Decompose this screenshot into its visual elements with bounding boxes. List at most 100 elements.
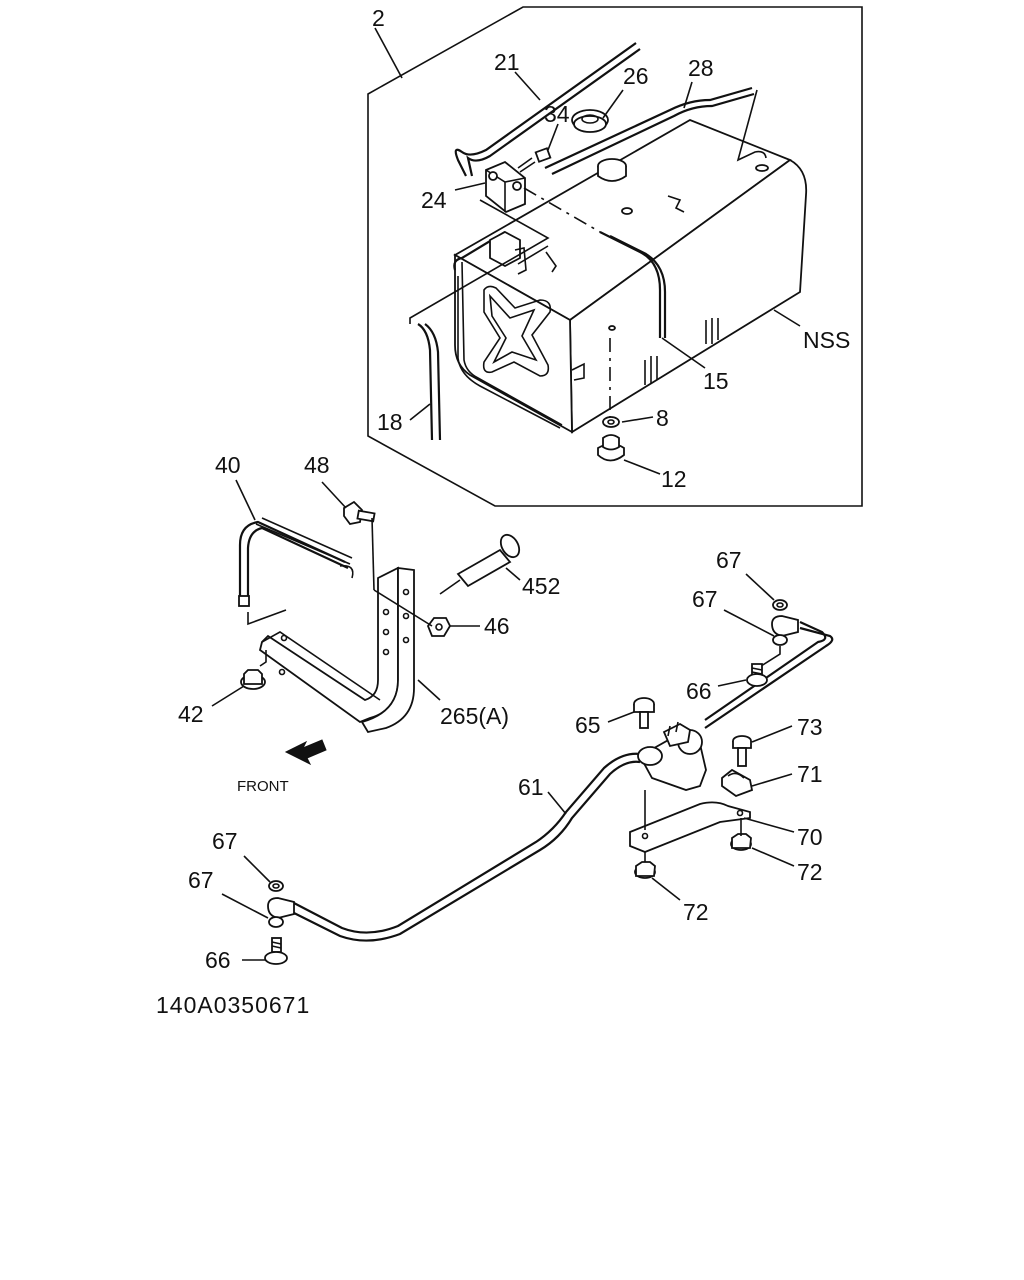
leader-265A [417, 679, 441, 701]
washer-67-top-right [772, 599, 788, 611]
band-40 [238, 520, 346, 604]
right-fitting-stack [746, 599, 799, 687]
strap-clips-right [705, 318, 719, 344]
label-part-73: 73 [797, 714, 823, 740]
leader-2 [374, 27, 403, 79]
leader-48 [321, 481, 347, 509]
leader-42 [211, 685, 245, 707]
front-direction-indicator: FRONT [237, 739, 327, 795]
valve-assembly [637, 721, 707, 791]
tank-strap-inner [609, 235, 667, 338]
washer-67-low-left [268, 916, 284, 928]
tank-strap-end [453, 231, 506, 271]
washer-8 [602, 416, 620, 428]
leader-72b [651, 877, 681, 901]
leader-72a [751, 847, 795, 867]
front-label: FRONT [237, 778, 289, 795]
hose-28 [544, 86, 753, 169]
nut-72-right [730, 833, 752, 851]
leader-12 [623, 459, 661, 475]
label-part-48: 48 [304, 452, 330, 478]
left-fitting-stack [264, 880, 295, 965]
label-part-34: 34 [544, 101, 570, 127]
label-part-71: 71 [797, 761, 823, 787]
label-part-452: 452 [522, 573, 560, 599]
label-part-67-d: 67 [188, 867, 214, 893]
tank-assembly-group [367, 6, 863, 507]
leader-61 [547, 791, 567, 815]
nut-46 [426, 617, 452, 637]
strap-bracket-group [211, 479, 521, 734]
fuel-line-group [221, 573, 834, 965]
filler-cap-26 [571, 109, 609, 133]
nut-72-left [634, 861, 656, 879]
front-arrow-icon [284, 739, 327, 766]
bolt-73 [732, 735, 752, 767]
label-part-72-b: 72 [683, 899, 709, 925]
leader-21 [514, 71, 541, 101]
clamp-71 [721, 768, 754, 798]
bolt-34 [517, 147, 552, 173]
tank-fitting-bracket [489, 230, 557, 275]
leader-26 [602, 89, 624, 119]
leader-70 [743, 817, 795, 833]
label-part-2: 2 [372, 5, 385, 31]
bolt-48 [343, 500, 376, 525]
label-part-12: 12 [661, 466, 687, 492]
label-part-28: 28 [688, 55, 714, 81]
leader-40 [235, 479, 256, 521]
fuel-tank [453, 119, 808, 434]
label-part-265a: 265(A) [440, 703, 509, 729]
label-part-8: 8 [656, 405, 669, 431]
label-part-15: 15 [703, 368, 729, 394]
label-part-nss: NSS [803, 327, 850, 353]
leader-66a [717, 679, 747, 687]
label-part-66-b: 66 [205, 947, 231, 973]
hose-21 [454, 42, 637, 177]
nut-42 [240, 669, 266, 690]
label-part-65: 65 [575, 712, 601, 738]
pipe-right [704, 626, 834, 729]
leader-nss [773, 309, 801, 327]
label-part-67-a: 67 [716, 547, 742, 573]
washer-67-low-right [772, 634, 788, 646]
label-part-46: 46 [484, 613, 510, 639]
leader-67d [221, 893, 269, 919]
leader-67c [243, 855, 271, 883]
bolt-65 [633, 697, 655, 729]
leader-67b [723, 609, 775, 637]
leader-15 [661, 337, 706, 369]
leader-8 [621, 416, 654, 423]
assembly-outline [367, 6, 863, 507]
label-part-70: 70 [797, 824, 823, 850]
sender-unit-24 [485, 160, 526, 214]
leader-34 [547, 123, 559, 151]
connector-452 [439, 533, 521, 595]
label-part-61: 61 [518, 774, 544, 800]
leader-24 [454, 182, 486, 191]
leader-73 [751, 725, 793, 743]
label-part-40: 40 [215, 452, 241, 478]
label-part-67-b: 67 [692, 586, 718, 612]
bracket-265A [258, 566, 415, 734]
label-part-67-c: 67 [212, 828, 238, 854]
washer-67-top-left [268, 880, 284, 892]
leader-71 [751, 773, 793, 787]
bolt-66-left [271, 937, 282, 953]
leader-452 [505, 567, 521, 581]
label-part-66-a: 66 [686, 678, 712, 704]
label-part-24: 24 [421, 187, 447, 213]
bracket-70 [629, 801, 751, 853]
label-part-42: 42 [178, 701, 204, 727]
leader-65 [607, 711, 635, 723]
leader-28 [683, 81, 693, 109]
label-part-18: 18 [377, 409, 403, 435]
label-part-21: 21 [494, 49, 520, 75]
leader-67a [745, 573, 775, 601]
label-part-72-a: 72 [797, 859, 823, 885]
hose-18 [417, 323, 434, 441]
pipe-61 [291, 760, 641, 942]
leader-18 [409, 403, 431, 421]
strap-clips-left [644, 356, 658, 385]
